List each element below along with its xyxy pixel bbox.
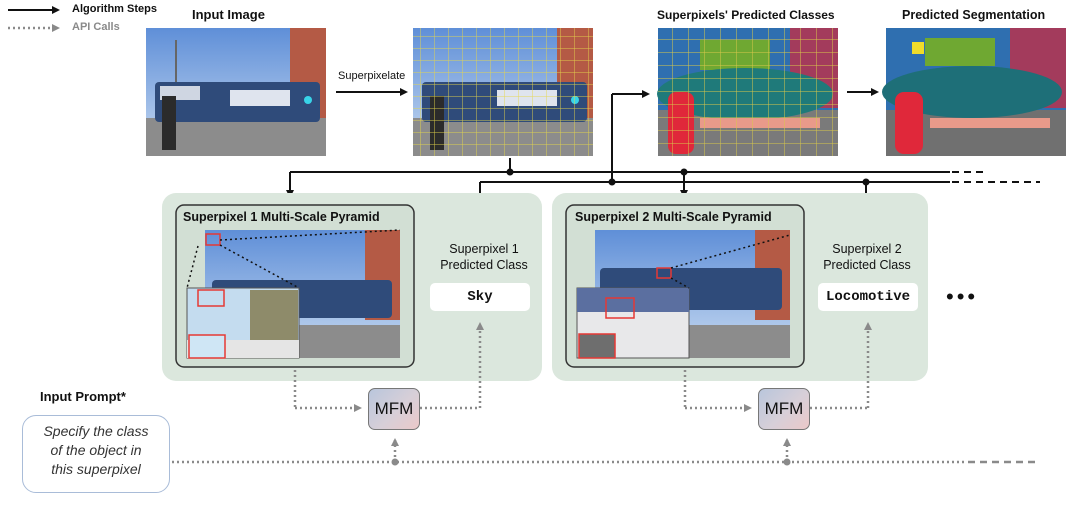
pyramid-2-images — [576, 230, 791, 359]
prompt-bus-junctions — [391, 458, 791, 466]
predicted-class-2-label: Superpixel 2 Predicted Class — [810, 241, 924, 273]
pyramid-1-title: Superpixel 1 Multi-Scale Pyramid — [183, 210, 380, 224]
superpixel-classes-image — [657, 28, 838, 156]
predicted-class-2-value: Locomotive — [818, 283, 918, 311]
input-image — [146, 28, 326, 156]
segmentation-title: Predicted Segmentation — [902, 8, 1046, 22]
prompt-line-2: of the object in — [50, 442, 142, 458]
input-prompt-box: Specify the class of the object in this … — [22, 415, 170, 493]
pyramid-2-title: Superpixel 2 Multi-Scale Pyramid — [575, 210, 772, 224]
mfm-box-2: MFM — [758, 388, 810, 430]
api-flows-2 — [683, 322, 872, 462]
superpixelate-label: Superpixelate — [338, 70, 406, 82]
predicted-class-2-label-line1: Superpixel 2 — [832, 242, 902, 256]
legend-api-label: API Calls — [72, 21, 120, 33]
pyramid-1-images — [186, 229, 401, 359]
predicted-class-1-label: Superpixel 1 Predicted Class — [428, 241, 540, 273]
input-prompt-title: Input Prompt* — [40, 389, 126, 404]
superpixelated-image — [413, 28, 593, 156]
predicted-class-1-value: Sky — [430, 283, 530, 311]
predicted-class-2-label-line2: Predicted Class — [823, 258, 911, 272]
predicted-class-1-label-line2: Predicted Class — [440, 258, 528, 272]
mfm-box-1: MFM — [368, 388, 420, 430]
input-image-title: Input Image — [192, 7, 265, 22]
prompt-line-1: Specify the class — [43, 423, 149, 439]
predicted-class-1-label-line1: Superpixel 1 — [449, 242, 519, 256]
prompt-line-3: this superpixel — [51, 461, 141, 477]
sp-classes-title: Superpixels' Predicted Classes — [657, 8, 835, 22]
legend-algorithm-label: Algorithm Steps — [72, 3, 157, 15]
junction-dots — [506, 168, 870, 186]
api-flows-1 — [293, 322, 484, 462]
segmentation-image — [882, 28, 1066, 156]
continuation-dots: ••• — [946, 284, 979, 309]
